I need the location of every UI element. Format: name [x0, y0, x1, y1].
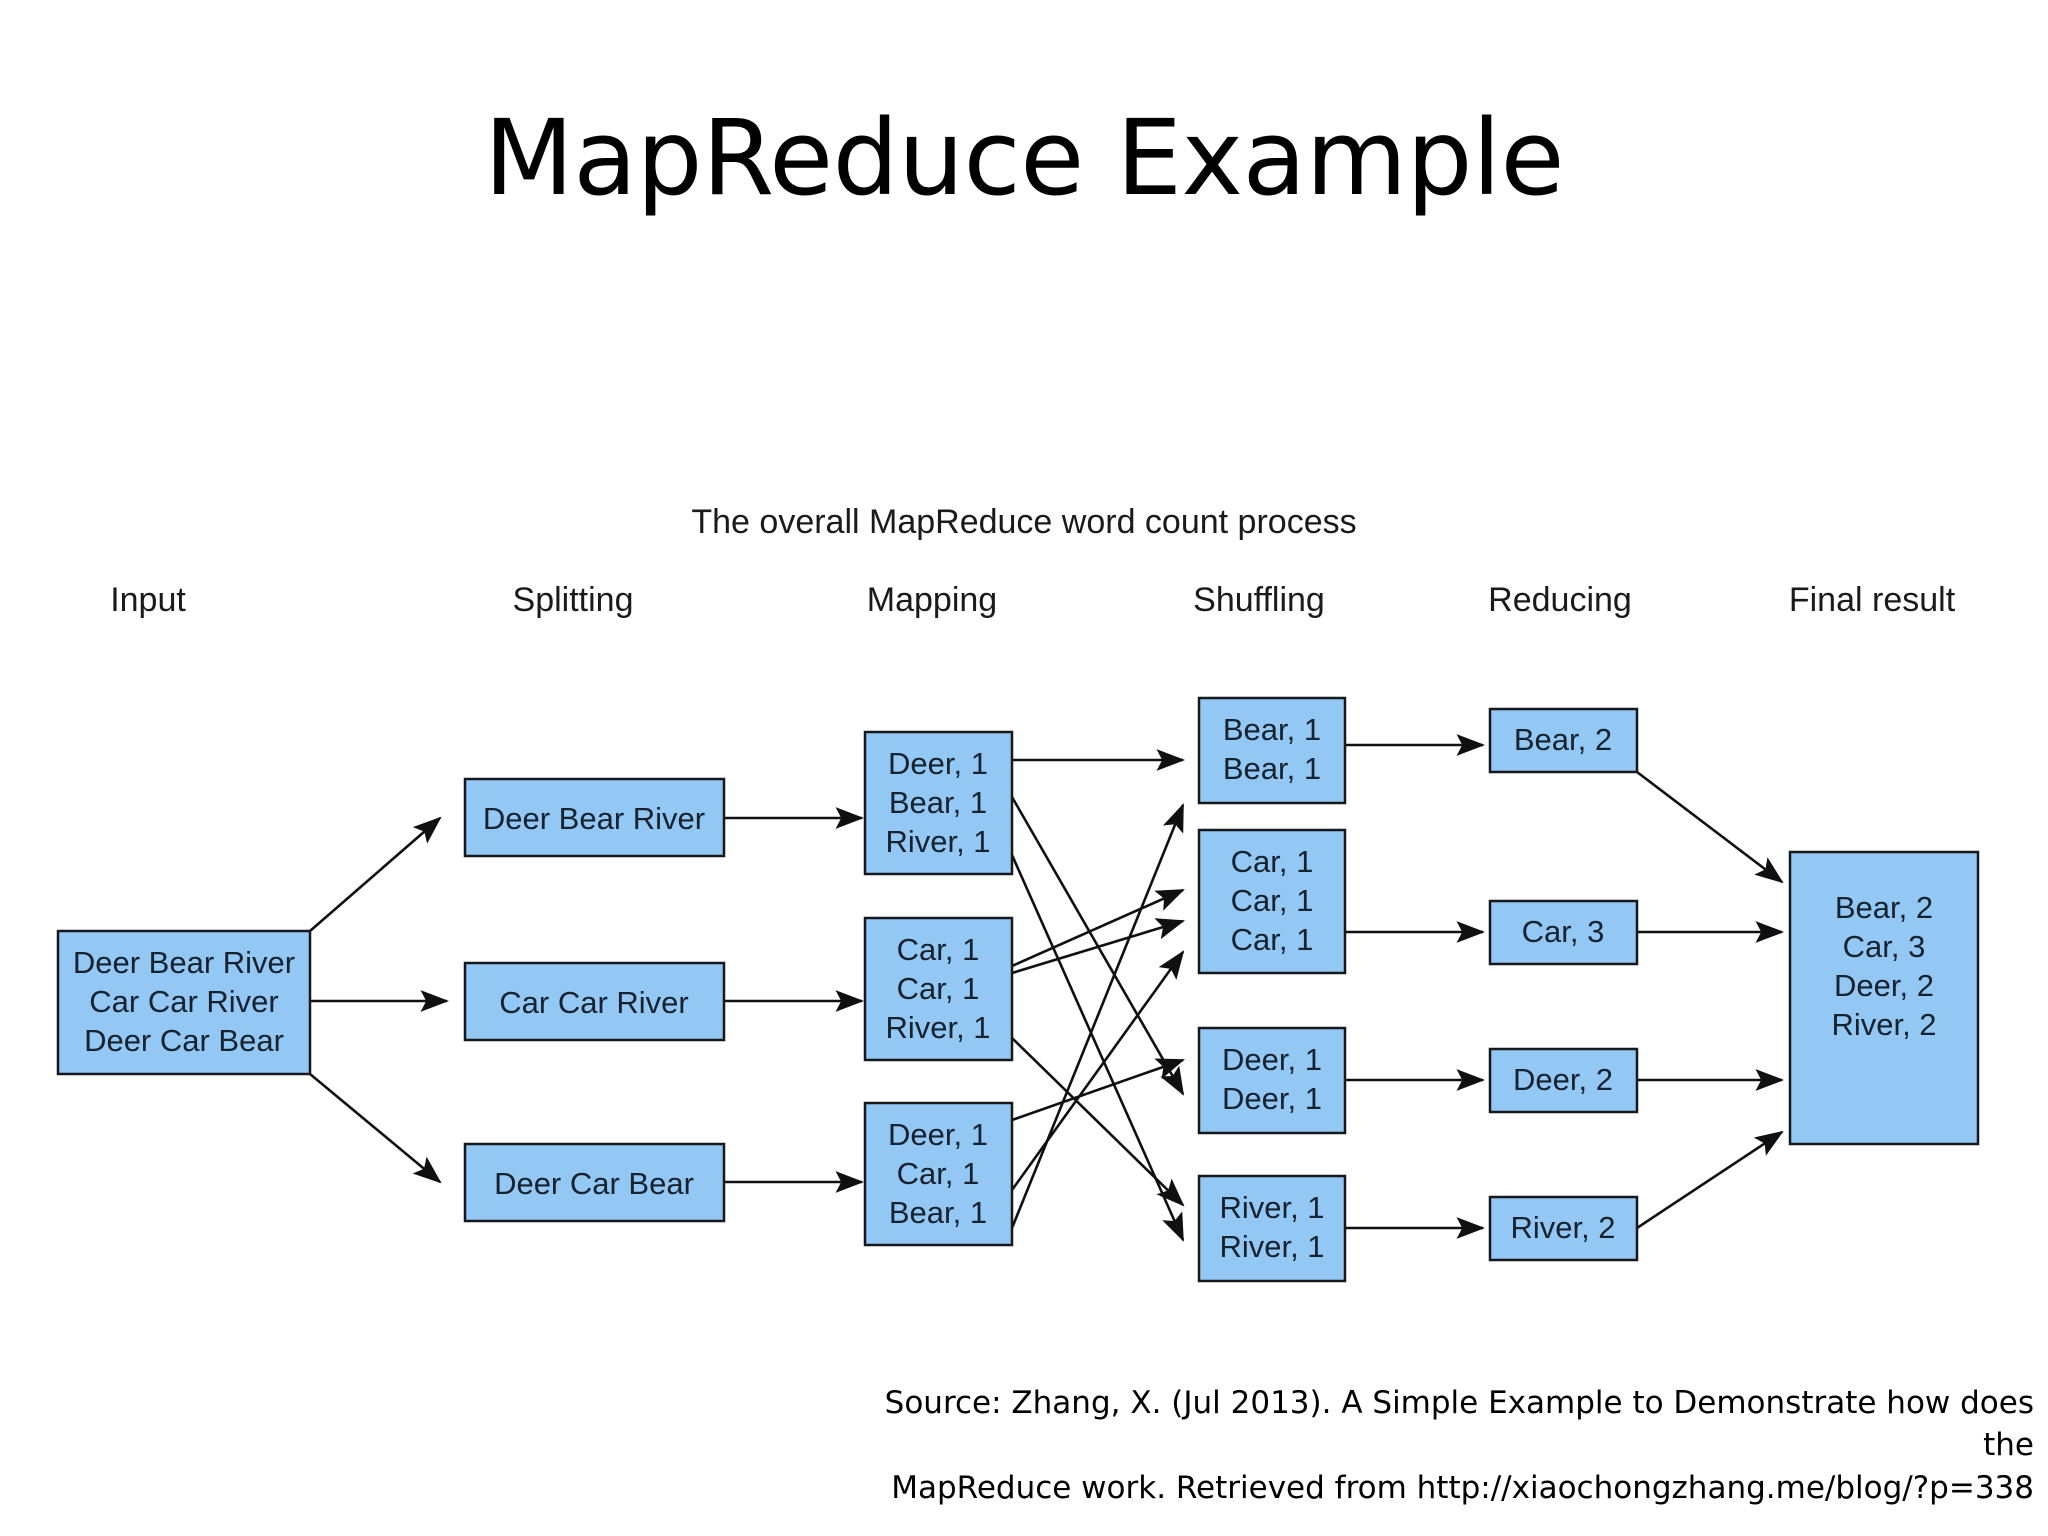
reduce-box-car: Car, 3	[1488, 899, 1639, 966]
edge-map-1-to-shuffle-deer	[1010, 796, 1185, 1096]
map-box-3-line-1: Deer, 1	[888, 1117, 988, 1152]
shuffle-box-deer-line-1: Deer, 1	[1222, 1042, 1322, 1077]
edge-input-to-split-1	[309, 816, 442, 932]
column-header-input: Input	[110, 581, 186, 619]
reduce-box-bear: Bear, 2	[1488, 707, 1639, 774]
map-box-1: Deer, 1 Bear, 1 River, 1	[863, 730, 1014, 876]
map-box-2-line-2: Car, 1	[897, 971, 980, 1006]
shuffle-box-bear: Bear, 1 Bear, 1	[1197, 696, 1347, 805]
final-result-box: Bear, 2 Car, 3 Deer, 2 River, 2	[1788, 850, 1980, 1146]
edge-map-3-to-shuffle-deer	[1011, 1058, 1185, 1122]
reduce-box-car-line-1: Car, 3	[1522, 914, 1605, 949]
edge-map-3-to-shuffle-bear	[1010, 803, 1185, 1229]
column-header-reducing: Reducing	[1488, 581, 1632, 619]
edge-map-2-to-shuffle-car-b	[1011, 918, 1185, 975]
split-box-2: Car Car River	[463, 961, 726, 1042]
edge-reduce-bear-to-final	[1636, 770, 1784, 884]
source-citation-line-1: Source: Zhang, X. (Jul 2013). A Simple E…	[884, 1384, 2034, 1464]
column-header-splitting: Splitting	[513, 581, 634, 619]
edge-map-3-to-shuffle-car	[1010, 950, 1185, 1191]
shuffle-box-bear-line-1: Bear, 1	[1223, 712, 1321, 747]
split-box-3: Deer Car Bear	[463, 1142, 726, 1223]
final-result-line-2: Car, 3	[1843, 929, 1926, 964]
shuffle-box-river-line-2: River, 1	[1219, 1229, 1324, 1264]
reduce-box-river-line-1: River, 2	[1510, 1210, 1615, 1245]
map-box-2-line-3: River, 1	[885, 1010, 990, 1045]
map-box-3: Deer, 1 Car, 1 Bear, 1	[863, 1101, 1014, 1247]
map-box-1-line-2: Bear, 1	[889, 785, 987, 820]
page-title: MapReduce Example	[484, 97, 1564, 219]
shuffle-box-car-line-2: Car, 1	[1231, 883, 1314, 918]
map-box-3-line-2: Car, 1	[897, 1156, 980, 1191]
final-result-line-3: Deer, 2	[1834, 968, 1934, 1003]
map-box-2-line-1: Car, 1	[897, 932, 980, 967]
final-result-line-1: Bear, 2	[1835, 890, 1933, 925]
shuffle-box-car-line-1: Car, 1	[1231, 844, 1314, 879]
shuffle-box-car: Car, 1 Car, 1 Car, 1	[1197, 828, 1347, 975]
reduce-box-deer-line-1: Deer, 2	[1513, 1062, 1613, 1097]
mapreduce-flow-diagram: The overall MapReduce word count process…	[0, 500, 2048, 1340]
shuffle-box-river-line-1: River, 1	[1219, 1190, 1324, 1225]
reduce-box-bear-line-1: Bear, 2	[1514, 722, 1612, 757]
source-citation: Source: Zhang, X. (Jul 2013). A Simple E…	[844, 1382, 2034, 1510]
reduce-box-river: River, 2	[1488, 1195, 1639, 1262]
edge-reduce-river-to-final	[1636, 1130, 1784, 1230]
split-box-1: Deer Bear River	[463, 777, 726, 858]
diagram-subtitle: The overall MapReduce word count process	[691, 503, 1356, 541]
source-citation-line-2: MapReduce work. Retrieved from http://xi…	[891, 1470, 2034, 1507]
column-header-mapping: Mapping	[867, 581, 997, 619]
split-box-1-line-1: Deer Bear River	[483, 801, 705, 836]
column-header-final-result: Final result	[1789, 581, 1956, 619]
map-box-1-line-1: Deer, 1	[888, 746, 988, 781]
input-box: Deer Bear River Car Car River Deer Car B…	[56, 929, 312, 1076]
input-box-line-2: Car Car River	[89, 984, 278, 1019]
shuffle-box-river: River, 1 River, 1	[1197, 1174, 1347, 1283]
split-box-3-line-1: Deer Car Bear	[494, 1166, 694, 1201]
map-box-3-line-3: Bear, 1	[889, 1195, 987, 1230]
column-header-shuffling: Shuffling	[1193, 581, 1325, 619]
edge-input-to-split-3	[309, 1073, 442, 1184]
split-box-2-line-1: Car Car River	[499, 985, 688, 1020]
edge-map-2-to-shuffle-river	[1011, 1037, 1185, 1207]
final-result-line-4: River, 2	[1831, 1007, 1936, 1042]
map-box-1-line-3: River, 1	[885, 824, 990, 859]
edge-map-2-to-shuffle-car-a	[1011, 888, 1185, 968]
reduce-box-deer: Deer, 2	[1488, 1047, 1639, 1114]
shuffle-box-deer-line-2: Deer, 1	[1222, 1081, 1322, 1116]
shuffle-box-bear-line-2: Bear, 1	[1223, 751, 1321, 786]
input-box-line-1: Deer Bear River	[73, 945, 295, 980]
shuffle-box-deer: Deer, 1 Deer, 1	[1197, 1026, 1347, 1135]
map-box-2: Car, 1 Car, 1 River, 1	[863, 916, 1014, 1062]
shuffle-box-car-line-3: Car, 1	[1231, 922, 1314, 957]
input-box-line-3: Deer Car Bear	[84, 1023, 284, 1058]
